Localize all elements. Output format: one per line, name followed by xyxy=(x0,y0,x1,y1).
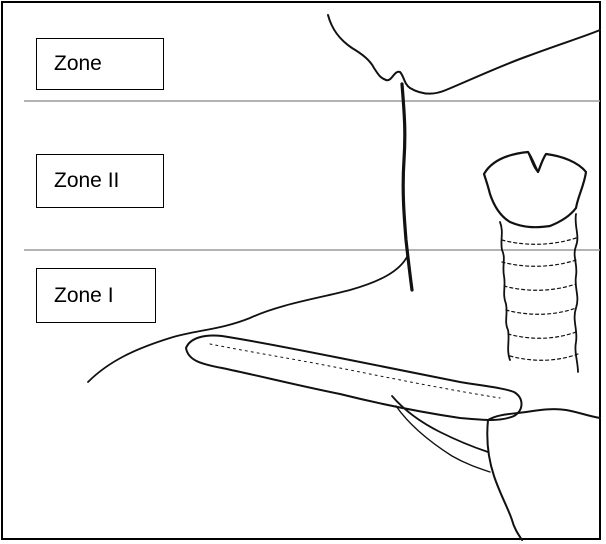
trachea-left-edge xyxy=(500,222,510,360)
clavicle-outline xyxy=(186,336,522,421)
trachea-ring-3 xyxy=(504,284,576,290)
first-rib-outline xyxy=(392,396,488,452)
larynx-outline xyxy=(484,152,586,227)
zone-label-top: Zone xyxy=(54,52,102,76)
neck-front-line xyxy=(402,84,412,290)
trachea-ring-1 xyxy=(502,238,576,244)
zone-label-middle: Zone II xyxy=(54,169,119,193)
jaw-outline xyxy=(328,15,600,94)
clavicle-shading xyxy=(210,344,500,398)
trachea-ring-4 xyxy=(506,308,576,314)
zone-label-box-top: Zone xyxy=(36,38,164,90)
trachea-ring-2 xyxy=(502,260,576,266)
trachea-ring-6 xyxy=(510,354,578,360)
sternum-lower-edge xyxy=(487,420,522,540)
zone-label-bottom: Zone I xyxy=(54,284,114,308)
trachea-ring-5 xyxy=(508,332,576,338)
zone-label-box-middle: Zone II xyxy=(36,154,164,208)
zone-label-box-bottom: Zone I xyxy=(36,268,156,323)
